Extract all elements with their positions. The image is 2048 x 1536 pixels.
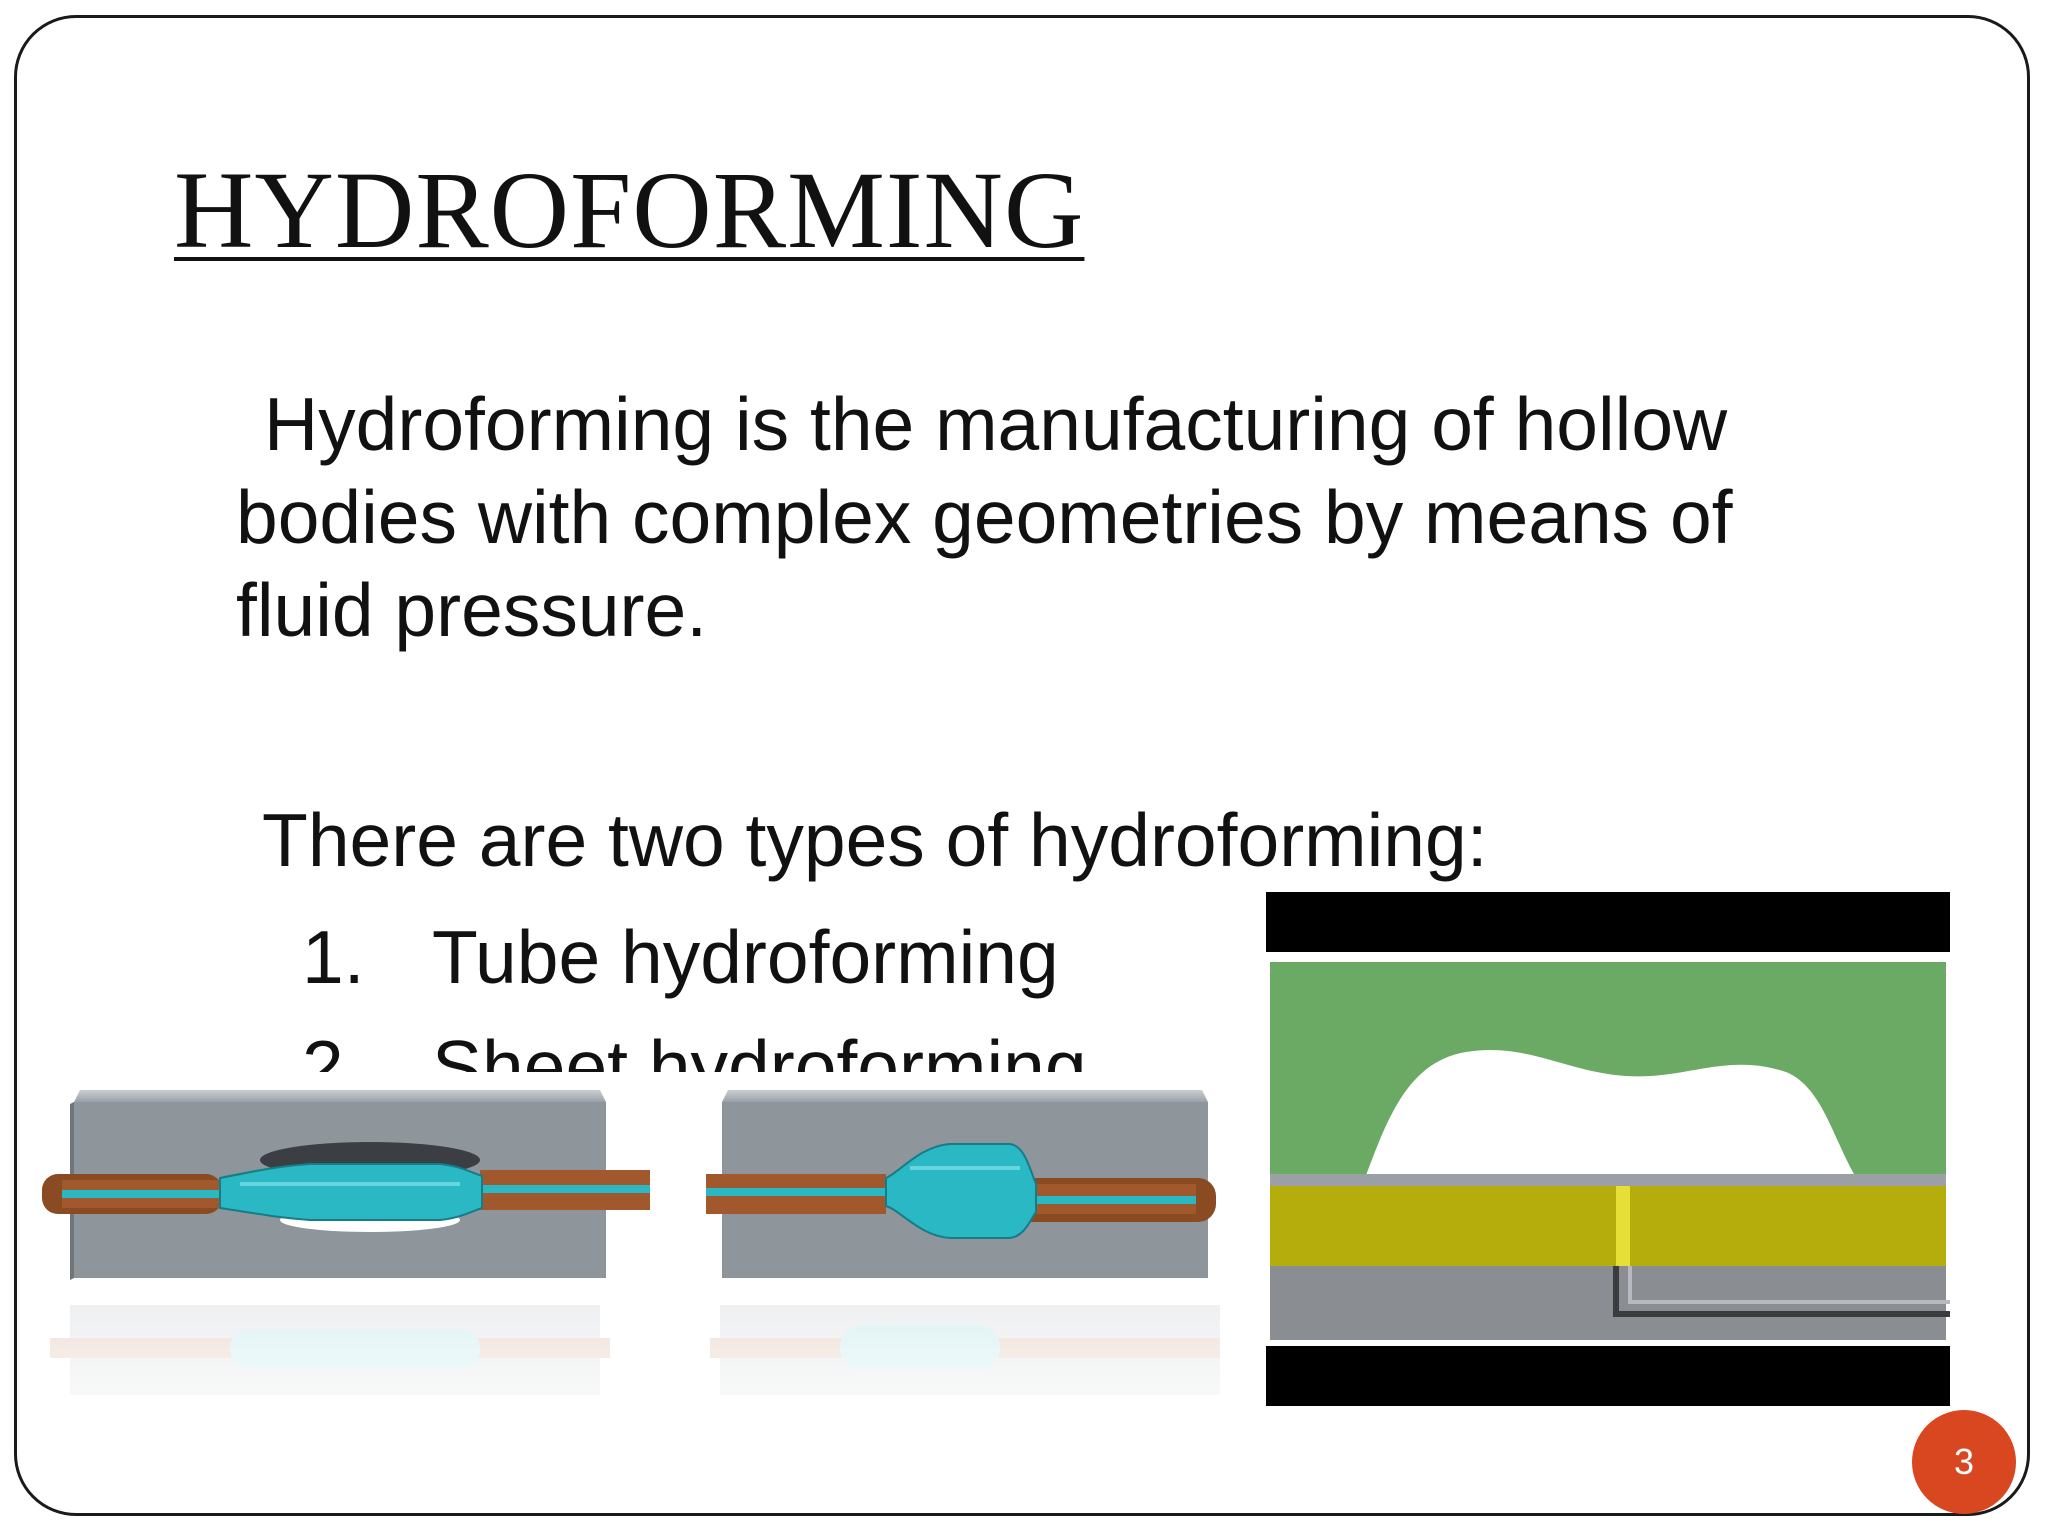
list-label: Tube hydroforming: [432, 915, 1059, 999]
types-list: 1. Tube hydroforming 2. Sheet hydroforming: [302, 902, 1087, 1072]
list-item: 1. Tube hydroforming: [302, 902, 1087, 1012]
slide-title: HYDROFORMING: [174, 149, 1085, 271]
definition-paragraph: Hydroforming is the manufacturing of hol…: [236, 378, 1876, 657]
list-item: 2. Sheet hydroforming: [302, 1012, 1087, 1072]
page-number-badge: 3: [1912, 1410, 2016, 1514]
definition-line-2: bodies with complex geometries by means …: [236, 475, 1733, 559]
blank-holder: [1270, 1186, 1946, 1266]
tube-hydroforming-illustration: [40, 1090, 1240, 1460]
list-label: Sheet hydroforming: [432, 1025, 1087, 1072]
left-tube-assembly: [42, 1163, 650, 1221]
definition-line-1: Hydroforming is the manufacturing of hol…: [264, 382, 1728, 466]
list-number: 2.: [302, 1025, 365, 1072]
sheet-blank: [1270, 1174, 1946, 1186]
sheet-hydroforming-illustration: [1266, 892, 1950, 1406]
upper-platen: [1266, 892, 1950, 952]
lower-platen: [1266, 1346, 1950, 1406]
die-cavity: [1362, 1049, 1862, 1186]
right-tube-assembly: [706, 1143, 1216, 1239]
list-number: 1.: [302, 915, 365, 999]
types-intro: There are two types of hydroforming:: [262, 798, 1488, 882]
definition-line-3: fluid pressure.: [236, 568, 708, 652]
